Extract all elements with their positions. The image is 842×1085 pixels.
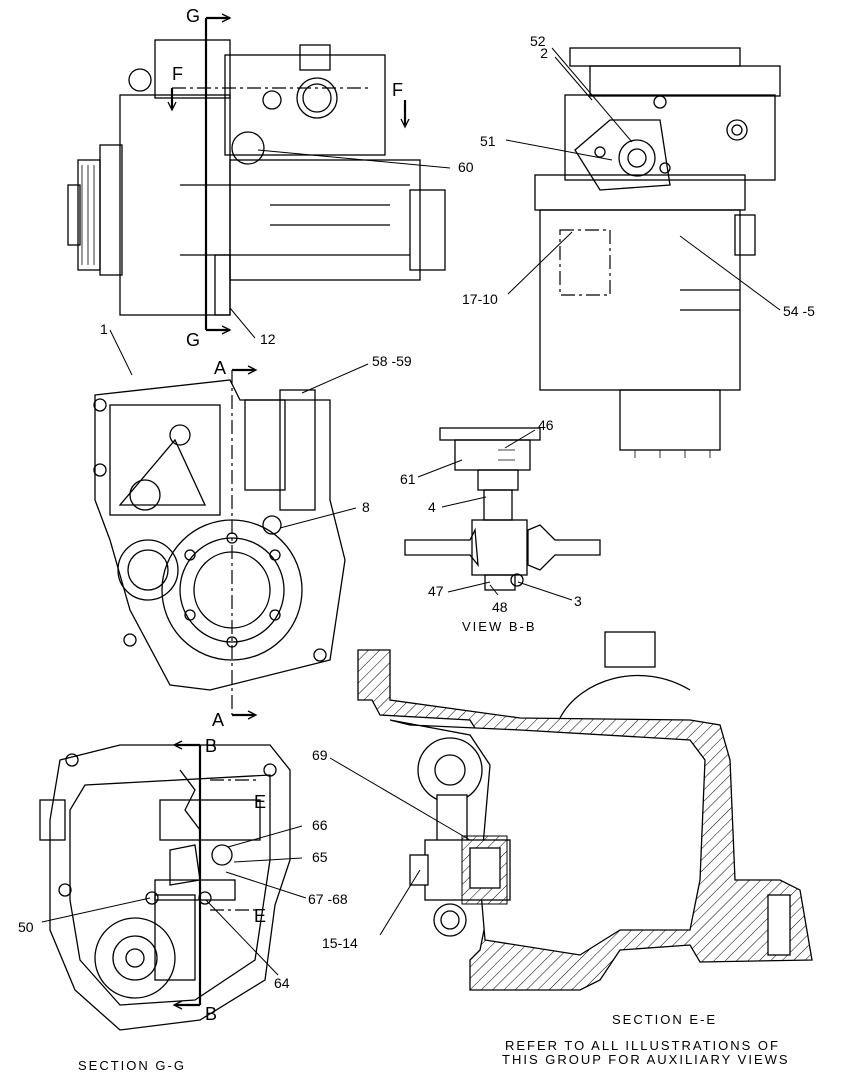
- callout-15-14: 15-14: [322, 935, 358, 951]
- section-mark-g-top: G: [186, 6, 200, 26]
- callout-2: 2: [540, 45, 548, 61]
- section-cut-letters: G G F F A A B B E E: [172, 6, 403, 1024]
- captions: VIEW B-B SECTION E-E SECTION G-G REFER T…: [78, 619, 790, 1073]
- callout-1: 1: [100, 321, 108, 337]
- callout-65: 65: [312, 849, 328, 865]
- callout-8: 8: [362, 499, 370, 515]
- callout-4: 4: [428, 499, 436, 515]
- callout-50: 50: [18, 919, 34, 935]
- section-mark-a-bottom: A: [212, 710, 224, 730]
- section-mark-e-top: E: [254, 792, 266, 812]
- section-mark-e-bottom: E: [254, 906, 266, 926]
- view-b-b: [404, 427, 601, 591]
- caption-view-b-b: VIEW B-B: [462, 619, 537, 634]
- callout-numbers: 2 52 51 60 12 17-10 54 -5 1 58 -59 8 46 …: [18, 33, 815, 991]
- callout-60: 60: [458, 159, 474, 175]
- note-line-2: THIS GROUP FOR AUXILIARY VIEWS: [502, 1052, 790, 1067]
- callout-17-10: 17-10: [462, 291, 498, 307]
- callout-12: 12: [260, 331, 276, 347]
- caption-section-g-g: SECTION G-G: [78, 1058, 186, 1073]
- section-mark-b-bottom: B: [205, 1004, 217, 1024]
- section-mark-a-top: A: [214, 358, 226, 378]
- callout-69: 69: [312, 747, 328, 763]
- callout-47: 47: [428, 583, 444, 599]
- middle-left-front-view: [93, 365, 346, 720]
- callout-66: 66: [312, 817, 328, 833]
- top-right-end-view: [534, 47, 781, 458]
- callout-48: 48: [492, 599, 508, 615]
- callout-58-59: 58 -59: [372, 353, 412, 369]
- section-mark-f-left: F: [172, 64, 183, 84]
- section-mark-b-top: B: [205, 736, 217, 756]
- section-mark-g-bottom: G: [186, 330, 200, 350]
- callout-51: 51: [480, 133, 496, 149]
- callout-64: 64: [274, 975, 290, 991]
- section-e-e: [357, 631, 813, 991]
- callout-61: 61: [400, 471, 416, 487]
- note-line-1: REFER TO ALL ILLUSTRATIONS OF: [505, 1038, 780, 1053]
- callout-52: 52: [530, 33, 546, 49]
- callout-3: 3: [574, 593, 582, 609]
- callout-54-5: 54 -5: [783, 303, 815, 319]
- leader-lines: [41, 47, 781, 976]
- caption-section-e-e: SECTION E-E: [612, 1012, 717, 1027]
- top-left-side-view: [67, 13, 446, 335]
- section-g-g: [39, 740, 291, 1031]
- callout-67-68: 67 -68: [308, 891, 348, 907]
- callout-46: 46: [538, 417, 554, 433]
- section-mark-f-right: F: [392, 80, 403, 100]
